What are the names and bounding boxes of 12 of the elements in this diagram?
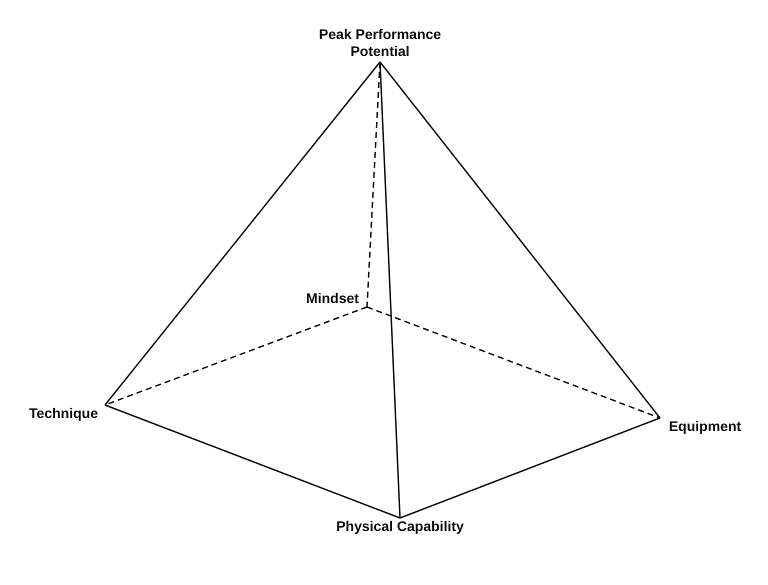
hidden-edge-line [366,306,660,419]
vertex-label: Equipment [660,418,750,435]
edge-line [379,62,661,418]
vertex-label: Peak Performance Potential [300,26,460,60]
edge-line [379,62,401,518]
vertex-label: Mindset [298,290,367,307]
hidden-edge-line [366,62,381,308]
vertex-label: Technique [22,405,105,422]
edge-line [400,417,660,519]
vertex-label: Physical Capability [325,518,475,535]
edge-line [104,62,381,406]
edge-line [104,404,400,519]
